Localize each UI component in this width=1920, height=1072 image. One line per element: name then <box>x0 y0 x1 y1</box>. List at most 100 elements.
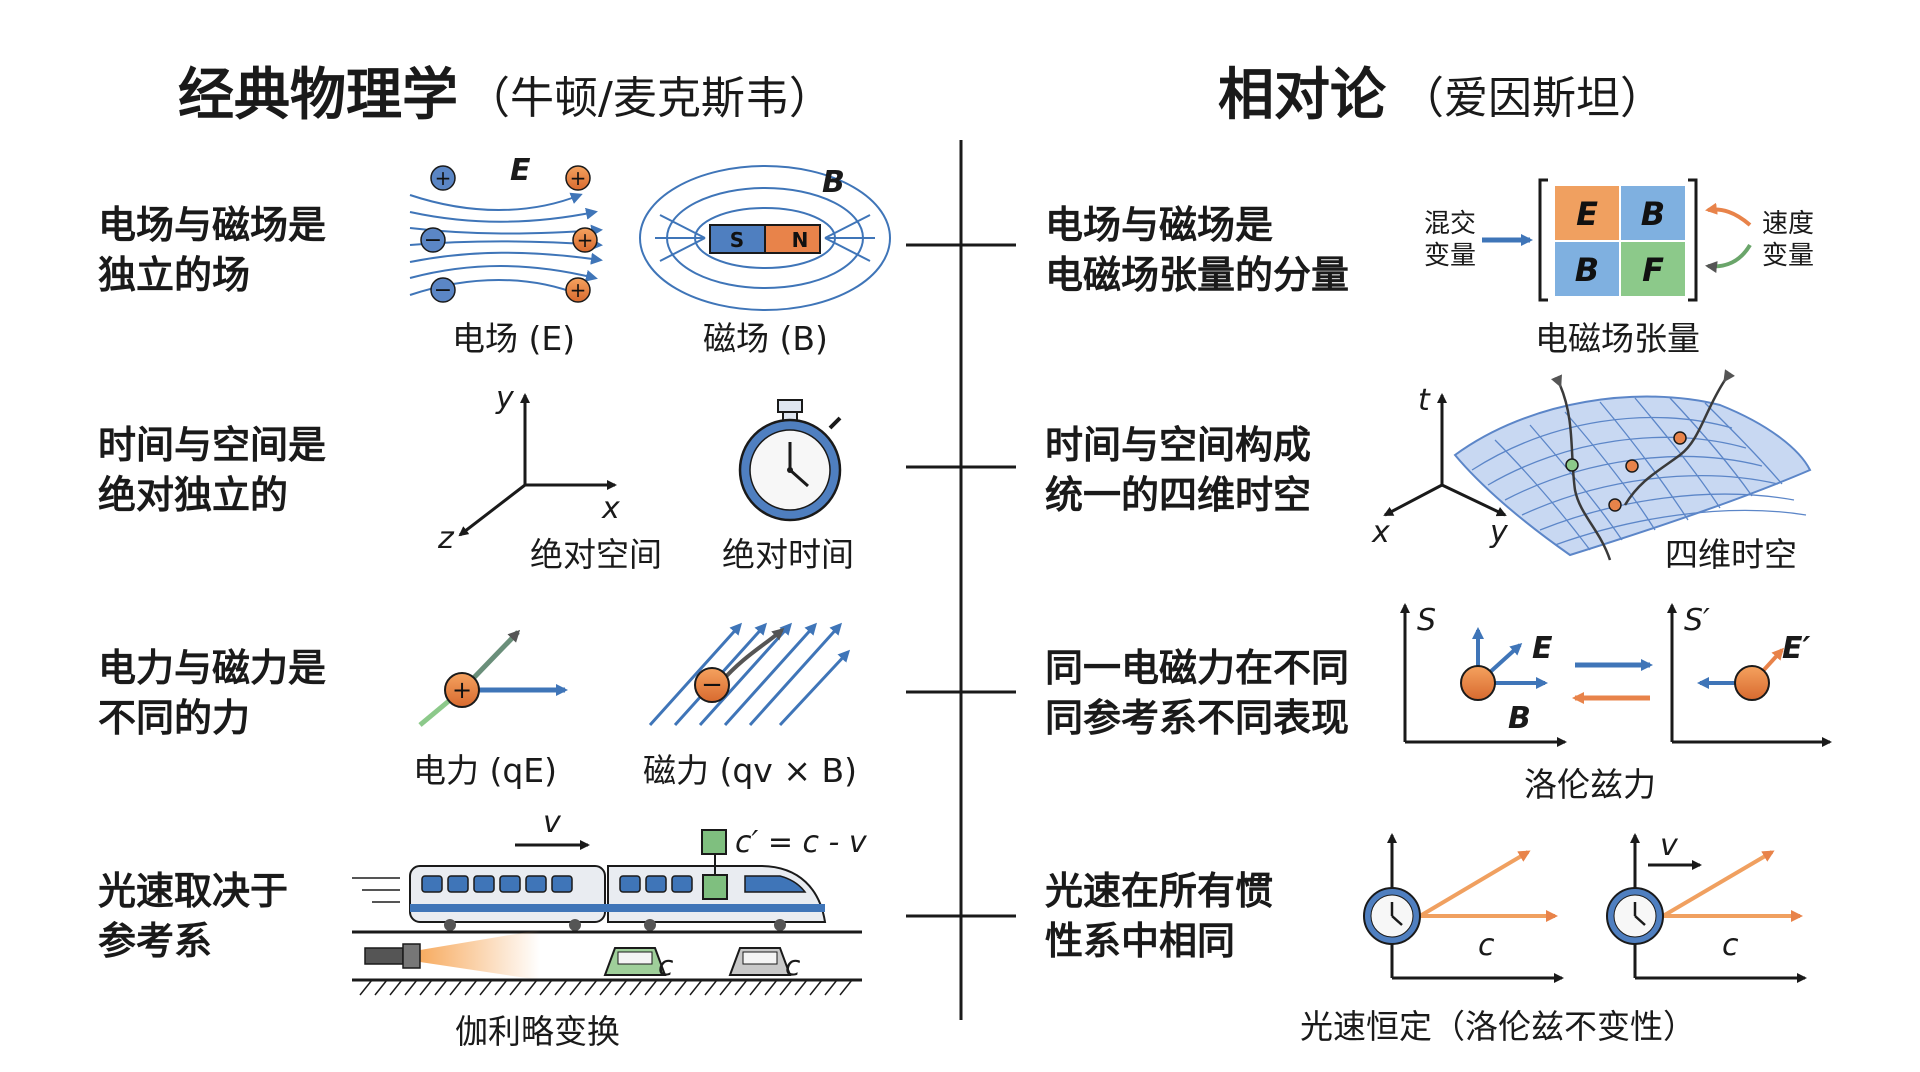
detector-1-icon <box>603 947 667 976</box>
magnet-s-label: S <box>730 228 744 252</box>
frame-2-light-rays <box>1661 850 1803 922</box>
charge-minus-2: − <box>420 227 446 253</box>
classical-row4-label: 光速取决于 参考系 <box>98 866 288 966</box>
electric-field-caption: 电场 (E) <box>452 319 576 358</box>
spacetime-grid <box>1453 369 1812 561</box>
classical-row3-line2: 不同的力 <box>98 696 251 740</box>
classical-row3-line1: 电力与磁力是 <box>98 646 327 690</box>
charge-plus-1: + <box>565 165 591 191</box>
space-axis-x: x <box>601 491 620 526</box>
train-icon <box>409 855 827 931</box>
classical-row2-line2: 绝对独立的 <box>98 473 289 517</box>
train-velocity-label: v <box>543 805 562 840</box>
relativity-row3-line2: 同参考系不同表现 <box>1045 696 1350 740</box>
space-axis-z: z <box>437 521 455 556</box>
relativity-row1-line2: 电磁场张量的分量 <box>1045 253 1350 297</box>
relativity-subtitle: （爱因斯坦） <box>1400 73 1664 124</box>
tensor-cell-4-text: F <box>1642 251 1664 289</box>
magnetic-force-charge: − <box>694 667 730 703</box>
relativity-row4-line2: 性系中相同 <box>1045 919 1236 963</box>
frame-s-label: S <box>1417 603 1436 638</box>
speed-arrow-orange <box>1705 202 1752 227</box>
magnetic-field-caption: 磁场 (B) <box>703 319 828 358</box>
frame-s-b-label: B <box>1508 701 1531 736</box>
charge-minus-1: + <box>430 165 456 191</box>
frame-2-c-label: c <box>1722 928 1739 963</box>
absolute-space-axes <box>458 393 617 537</box>
classical-row1-line2: 独立的场 <box>98 253 251 297</box>
detector-2-icon <box>728 947 792 976</box>
tensor-cell-1-text: E <box>1576 195 1598 233</box>
frame-1-c-label: c <box>1478 928 1495 963</box>
tensor-cell-4 <box>1621 242 1685 296</box>
frame-s <box>1400 603 1567 747</box>
relativity-row1-label: 电场与磁场是 电磁场张量的分量 <box>1045 200 1349 300</box>
flashlight-icon <box>364 930 540 980</box>
spacetime-axis-t: t <box>1418 383 1431 418</box>
svg-text:+: + <box>577 228 594 252</box>
classical-row4-line2: 参考系 <box>98 919 213 963</box>
tensor-cell-1 <box>1555 186 1619 240</box>
svg-text:c′ = c - v: c′ = c - v <box>735 825 868 860</box>
galilean-formula: c′ = c - v <box>701 825 868 860</box>
magnet-n-label: N <box>792 228 809 252</box>
electric-force-caption: 电力 (qE) <box>413 751 558 790</box>
svg-text:+: + <box>452 676 472 704</box>
lorentz-invariance-caption: 光速恒定（洛伦兹不变性） <box>1300 1007 1696 1046</box>
magnetic-force-curve <box>718 628 785 685</box>
speed-arrow-green <box>1705 243 1752 274</box>
tensor-cell-2 <box>1621 186 1685 240</box>
absolute-space-caption: 绝对空间 <box>530 535 662 574</box>
spacetime-axes <box>1383 393 1507 517</box>
speed-line1: 速度 <box>1762 209 1815 239</box>
mix-line1: 混交 <box>1424 209 1477 239</box>
frame-s-prime-vectors <box>1697 647 1785 701</box>
tensor-caption: 电磁场张量 <box>1535 319 1700 358</box>
classical-title: 经典物理学 <box>178 63 458 128</box>
relativity-row2-line1: 时间与空间构成 <box>1045 423 1312 467</box>
field-tensor-matrix: E B B F <box>1538 178 1698 302</box>
spacetime-axis-y: y <box>1489 515 1509 550</box>
electric-force-diagram: + <box>418 629 568 727</box>
tensor-cell-2-text: B <box>1641 195 1665 233</box>
charge-plus-2: + <box>572 227 598 253</box>
relativity-row2-label: 时间与空间构成 统一的四维时空 <box>1045 420 1311 520</box>
frame-s-e-label: E <box>1532 631 1553 666</box>
frame-s-prime-label: S′ <box>1684 603 1710 638</box>
tensor-cell-3-text: B <box>1575 251 1599 289</box>
relativity-row3-line1: 同一电磁力在不同 <box>1045 646 1350 690</box>
svg-text:+: + <box>435 166 452 190</box>
magnetic-field-diagram <box>639 165 891 311</box>
classical-row1-line1: 电场与磁场是 <box>98 203 327 247</box>
relativity-row3-label: 同一电磁力在不同 同参考系不同表现 <box>1045 643 1349 743</box>
electric-field-symbol: E <box>510 153 531 188</box>
svg-text:−: − <box>424 228 442 253</box>
speed-label: 速度 变量 <box>1762 208 1814 272</box>
clock-1-icon <box>1363 887 1421 945</box>
detector-1-c-label: c <box>658 949 674 982</box>
classical-row3-label: 电力与磁力是 不同的力 <box>98 643 326 743</box>
ground-hatching <box>359 979 853 996</box>
mix-line2: 变量 <box>1424 241 1477 271</box>
classical-row2-label: 时间与空间是 绝对独立的 <box>98 420 326 520</box>
relativity-row4-label: 光速在所有惯 性系中相同 <box>1045 866 1273 966</box>
classical-row4-line1: 光速取决于 <box>98 869 289 913</box>
stopwatch-icon <box>738 399 842 522</box>
lorentz-force-caption: 洛伦兹力 <box>1524 765 1656 804</box>
relativity-title: 相对论 <box>1218 63 1386 128</box>
tensor-cell-3 <box>1555 242 1619 296</box>
frame-s-vectors <box>1460 627 1548 701</box>
mix-label: 混交 变量 <box>1424 208 1476 272</box>
space-axis-y: y <box>495 381 515 416</box>
clock-2-icon <box>1606 887 1664 945</box>
classical-row2-line1: 时间与空间是 <box>98 423 327 467</box>
svg-text:−: − <box>434 278 452 303</box>
spacetime-caption: 四维时空 <box>1665 535 1797 574</box>
svg-text:+: + <box>570 278 587 302</box>
detector-2-c-label: c <box>785 949 801 982</box>
relativity-row4-line1: 光速在所有惯 <box>1045 869 1274 913</box>
magnetic-force-diagram <box>648 622 851 727</box>
relativity-row2-line2: 统一的四维时空 <box>1045 473 1312 517</box>
